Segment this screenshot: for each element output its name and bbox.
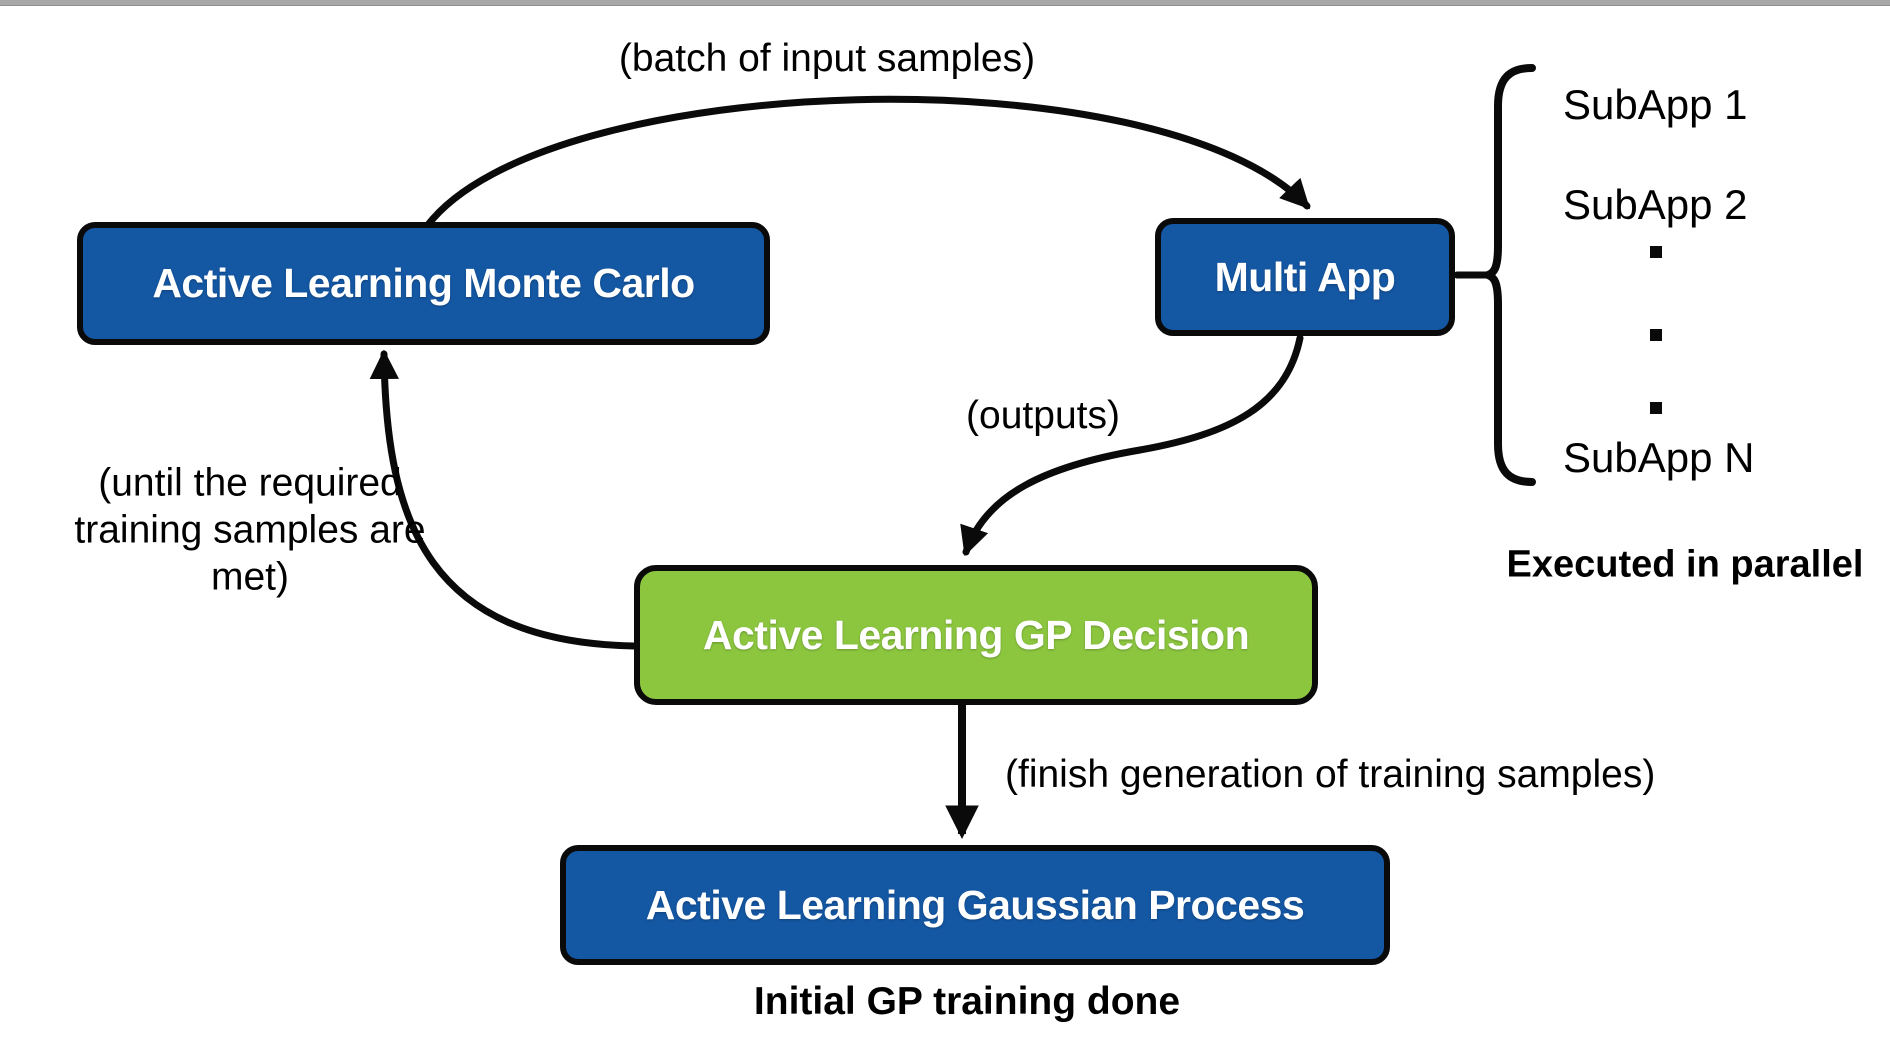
node-active-learning-gp-decision: Active Learning GP Decision	[634, 565, 1318, 705]
edge-label-until-required-samples: (until the required training samples are…	[74, 461, 426, 599]
subapp-item-2: SubApp 2	[1563, 181, 1748, 228]
annotation-executed-in-parallel: Executed in parallel	[1506, 543, 1864, 586]
window-top-border	[0, 0, 1890, 6]
node-label: Multi App	[1214, 253, 1396, 300]
node-active-learning-gaussian-process: Active Learning Gaussian Process	[560, 845, 1390, 965]
edge-label-outputs: (outputs)	[966, 394, 1120, 437]
ellipsis-dot	[1650, 329, 1662, 341]
edge-label-finish-generation: (finish generation of training samples)	[1005, 753, 1656, 796]
subapp-item-n: SubApp N	[1563, 434, 1755, 481]
ellipsis-dot	[1650, 246, 1662, 258]
edge-loop-arrow	[369, 349, 638, 650]
node-label: Active Learning Monte Carlo	[152, 260, 695, 306]
node-label: Active Learning Gaussian Process	[645, 881, 1305, 928]
subapps-brace	[1475, 64, 1536, 486]
annotation-initial-gp-training-done: Initial GP training done	[753, 980, 1181, 1023]
subapp-item-1: SubApp 1	[1563, 81, 1748, 128]
ellipsis-dot	[1650, 402, 1662, 414]
node-label: Active Learning GP Decision	[702, 611, 1250, 658]
node-active-learning-monte-carlo: Active Learning Monte Carlo	[77, 222, 770, 345]
edge-label-batch-of-input-samples: (batch of input samples)	[618, 37, 1036, 80]
edge-batch-arrow	[423, 95, 1311, 230]
edge-outputs-arrow	[960, 334, 1304, 557]
node-multi-app: Multi App	[1155, 218, 1455, 336]
